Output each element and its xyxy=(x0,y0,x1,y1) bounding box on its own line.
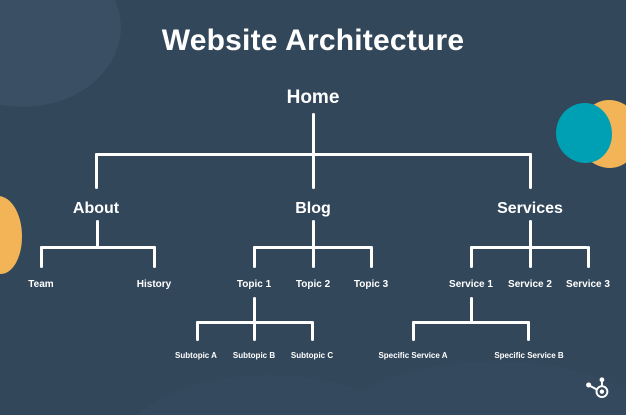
node-history[interactable]: History xyxy=(136,279,172,290)
node-subtopic-b[interactable]: Subtopic B xyxy=(232,351,276,360)
node-service-1[interactable]: Service 1 xyxy=(449,279,493,290)
connector-drop-topic3 xyxy=(370,246,373,268)
node-topic-2[interactable]: Topic 2 xyxy=(295,279,331,290)
decorative-blob-left-orange xyxy=(0,196,22,274)
decorative-blob-bottom-center xyxy=(120,375,420,415)
node-services[interactable]: Services xyxy=(497,200,563,217)
connector-drop-about xyxy=(95,153,98,189)
connector-topic1-down xyxy=(253,297,256,323)
node-blog[interactable]: Blog xyxy=(295,200,331,217)
connector-drop-service3 xyxy=(587,246,590,268)
node-topic-3[interactable]: Topic 3 xyxy=(353,279,389,290)
node-subtopic-c[interactable]: Subtopic C xyxy=(290,351,334,360)
connector-service1-down xyxy=(470,297,473,323)
connector-drop-service1 xyxy=(470,246,473,268)
connector-drop-history xyxy=(153,246,156,268)
connector-drop-topic1 xyxy=(253,246,256,268)
connector-blog-down xyxy=(312,220,315,248)
connector-drop-topic2 xyxy=(312,246,315,268)
connector-drop-specific-a xyxy=(412,321,415,341)
node-about[interactable]: About xyxy=(72,200,120,217)
connector-about-down xyxy=(96,220,99,248)
decorative-blob-right-teal xyxy=(556,103,612,163)
node-specific-service-a[interactable]: Specific Service A xyxy=(378,351,448,360)
decorative-blob-right-orange xyxy=(578,100,626,168)
node-home[interactable]: Home xyxy=(286,87,340,108)
node-specific-service-b[interactable]: Specific Service B xyxy=(494,351,564,360)
connector-about-bus xyxy=(40,246,156,249)
node-service-3[interactable]: Service 3 xyxy=(566,279,610,290)
connector-drop-blog xyxy=(312,153,315,189)
node-service-2[interactable]: Service 2 xyxy=(508,279,552,290)
connector-drop-service2 xyxy=(529,246,532,268)
node-team[interactable]: Team xyxy=(28,279,54,290)
connector-drop-specific-b xyxy=(527,321,530,341)
connector-services-down xyxy=(529,220,532,248)
hubspot-sprocket-logo xyxy=(586,377,609,399)
decorative-blob-bottom-right xyxy=(330,361,626,415)
connector-home-down xyxy=(312,113,315,155)
node-topic-1[interactable]: Topic 1 xyxy=(236,279,272,290)
connector-drop-services xyxy=(529,153,532,189)
connector-service1-bus xyxy=(412,321,530,324)
connector-drop-subtopic-b xyxy=(253,321,256,341)
connector-drop-team xyxy=(40,246,43,268)
page-title: Website Architecture xyxy=(161,24,465,57)
connector-drop-subtopic-a xyxy=(196,321,199,341)
decorative-blob-top-left xyxy=(0,0,142,136)
connector-drop-subtopic-c xyxy=(311,321,314,341)
node-subtopic-a[interactable]: Subtopic A xyxy=(175,351,217,360)
